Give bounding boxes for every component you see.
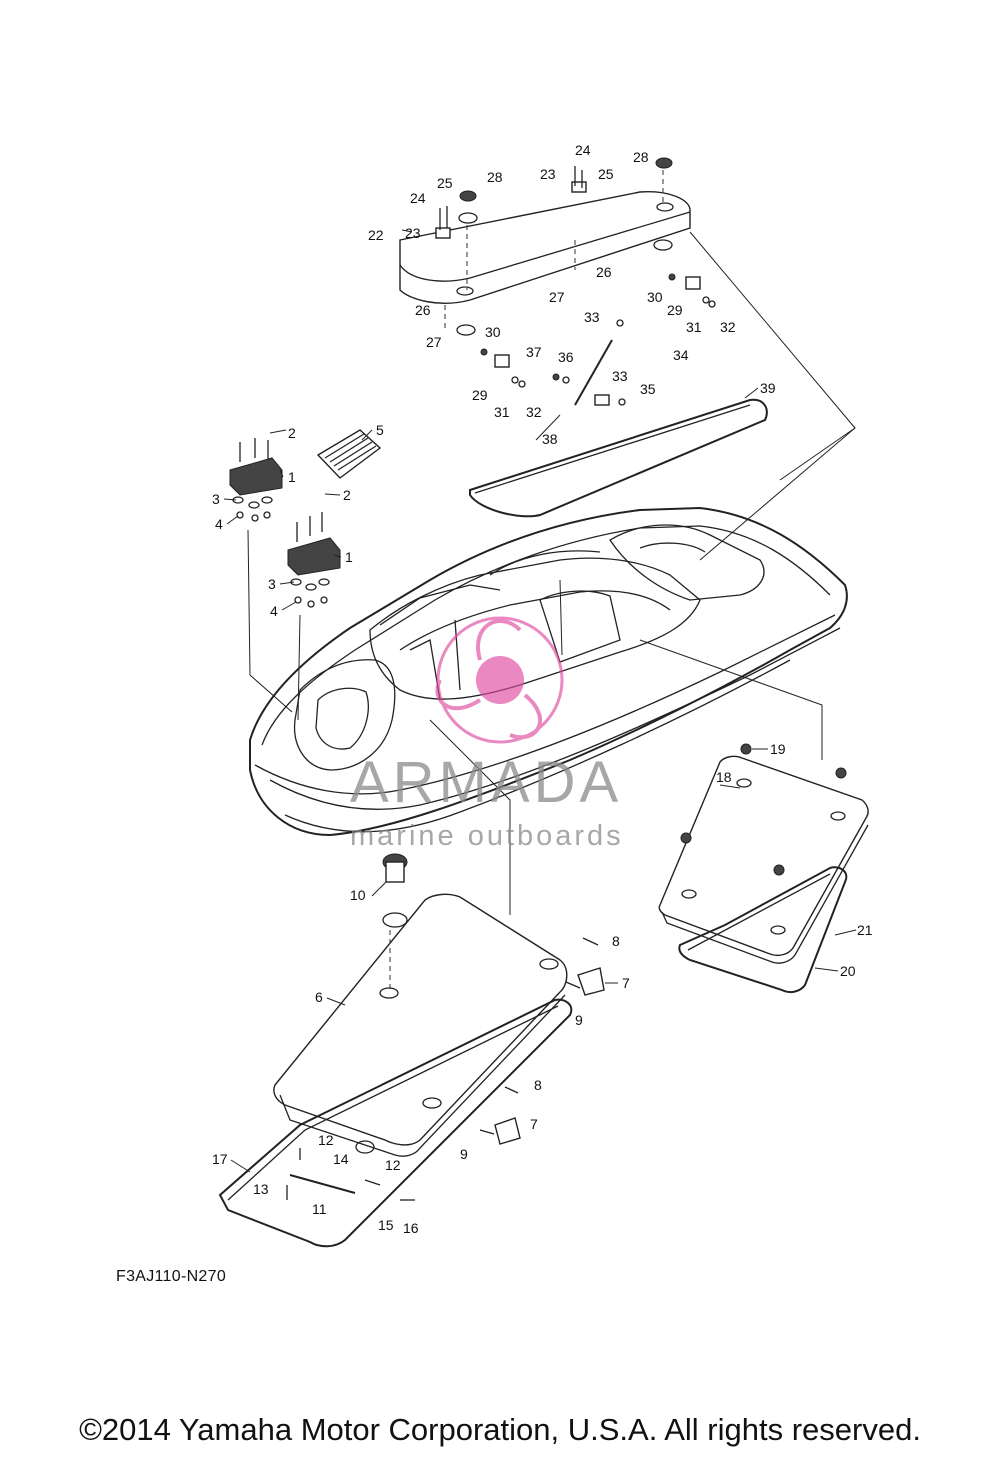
callout-12: 12 [385, 1157, 401, 1173]
callout-10: 10 [350, 887, 366, 903]
gas-strut-assembly [552, 319, 626, 406]
boat-hull [249, 506, 848, 837]
hatch-seal [678, 866, 848, 994]
callout-31: 31 [686, 319, 702, 335]
callout-8: 8 [534, 1077, 542, 1093]
callout-33: 33 [612, 368, 628, 384]
callout-3: 3 [212, 491, 220, 507]
hatch-lid [658, 755, 869, 964]
callout-leaders [223, 229, 857, 1173]
callout-24: 24 [410, 190, 426, 206]
callout-14: 14 [333, 1151, 349, 1167]
callout-38: 38 [542, 431, 558, 447]
callout-24: 24 [575, 142, 591, 158]
callout-27: 27 [549, 289, 565, 305]
callout-4: 4 [215, 516, 223, 532]
callout-30: 30 [647, 289, 663, 305]
hatch-fasteners [680, 743, 847, 876]
callout-7: 7 [530, 1116, 538, 1132]
callout-6: 6 [315, 989, 323, 1005]
lower-base-frame [218, 998, 573, 1248]
callout-22: 22 [368, 227, 384, 243]
cleat-set-lower [287, 512, 341, 608]
callout-32: 32 [720, 319, 736, 335]
callout-19: 19 [770, 741, 786, 757]
callout-9: 9 [460, 1146, 468, 1162]
callout-28: 28 [633, 149, 649, 165]
callout-2: 2 [343, 487, 351, 503]
callout-32: 32 [526, 404, 542, 420]
callout-29: 29 [667, 302, 683, 318]
cushion-seal [469, 398, 768, 518]
callout-1: 1 [288, 469, 296, 485]
callout-4: 4 [270, 603, 278, 619]
callout-18: 18 [716, 769, 732, 785]
callout-21: 21 [857, 922, 873, 938]
watermark-propeller-logo [435, 616, 564, 744]
callout-31: 31 [494, 404, 510, 420]
traction-mat [316, 429, 382, 479]
callout-5: 5 [376, 422, 384, 438]
callout-labels: 1 2 3 4 5 1 2 3 4 6 7 8 9 7 8 9 10 11 12… [212, 142, 873, 1236]
copyright-notice: ©2014 Yamaha Motor Corporation, U.S.A. A… [79, 1412, 921, 1447]
watermark-tagline: marine outboards [350, 820, 624, 852]
callout-36: 36 [558, 349, 574, 365]
callout-35: 35 [640, 381, 656, 397]
armada-watermark: ARMADA marine outboards [350, 616, 624, 852]
callout-12: 12 [318, 1132, 334, 1148]
callout-3: 3 [268, 576, 276, 592]
callout-20: 20 [840, 963, 856, 979]
lower-seat-cushion [273, 893, 568, 1157]
callout-7: 7 [622, 975, 630, 991]
callout-27: 27 [426, 334, 442, 350]
callout-9: 9 [575, 1012, 583, 1028]
upper-seat-cushion [399, 157, 716, 388]
callout-26: 26 [415, 302, 431, 318]
callout-23: 23 [540, 166, 556, 182]
cleat-set-upper [229, 438, 283, 522]
callout-25: 25 [598, 166, 614, 182]
callout-8: 8 [612, 933, 620, 949]
callout-39: 39 [760, 380, 776, 396]
callout-25: 25 [437, 175, 453, 191]
callout-17: 17 [212, 1151, 228, 1167]
callout-33: 33 [584, 309, 600, 325]
callout-11: 11 [312, 1201, 327, 1217]
callout-30: 30 [485, 324, 501, 340]
lower-hardware [286, 853, 605, 1201]
callout-28: 28 [487, 169, 503, 185]
callout-26: 26 [596, 264, 612, 280]
callout-34: 34 [673, 347, 689, 363]
callout-2: 2 [288, 425, 296, 441]
callout-16: 16 [403, 1220, 419, 1236]
callout-1: 1 [345, 549, 353, 565]
callout-15: 15 [378, 1217, 394, 1233]
callout-13: 13 [253, 1181, 269, 1197]
callout-23: 23 [405, 225, 421, 241]
callout-37: 37 [526, 344, 542, 360]
callout-29: 29 [472, 387, 488, 403]
watermark-name: ARMADA [350, 750, 622, 815]
figure-code: F3AJ110-N270 [116, 1268, 227, 1285]
assembly-leader-lines [247, 231, 856, 915]
